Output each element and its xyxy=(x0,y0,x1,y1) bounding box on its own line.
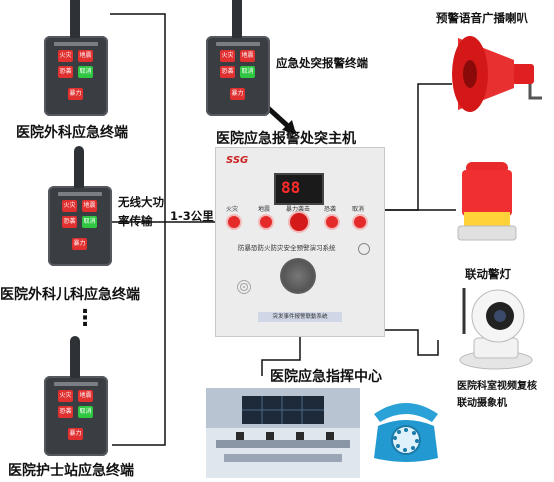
terminal-btn-cancel[interactable]: 取消 xyxy=(78,406,93,418)
label-camera-line1: 医院科室视频复核 xyxy=(457,381,537,392)
antenna-icon xyxy=(232,0,242,38)
horn-speaker-icon xyxy=(452,36,542,112)
label-distance: 1-3公里 xyxy=(170,209,214,223)
terminal-btn-cancel[interactable]: 取消 xyxy=(82,216,97,228)
label-horn: 预警语音广播喇叭 xyxy=(436,11,528,25)
warning-light-icon xyxy=(457,162,517,241)
terminal-btn-violence[interactable]: 暴力 xyxy=(68,88,83,100)
host-button-cancel[interactable] xyxy=(354,216,366,228)
host-to-camera-line xyxy=(383,329,439,356)
terminal-btn-violence[interactable]: 暴力 xyxy=(72,238,87,250)
label-light: 联动警灯 xyxy=(465,267,511,281)
label-wireless-line2: 率传输 xyxy=(118,214,153,228)
terminal-btn-cancel[interactable]: 取消 xyxy=(78,66,93,78)
antenna-icon xyxy=(70,336,80,378)
command-center-room-image xyxy=(206,388,360,478)
host-button-terror[interactable] xyxy=(326,216,338,228)
terminal-device-pediatrics: 火灾 地震 恐袭 取消 暴力 xyxy=(48,146,112,266)
host-btn-label: 火灾 xyxy=(226,206,239,213)
leaf-icon xyxy=(358,243,370,255)
host-btn-label: 地震 xyxy=(258,206,271,213)
label-terminal3: 医院护士站应急终端 xyxy=(8,463,134,479)
terminal-btn-terror[interactable]: 恐袭 xyxy=(58,66,73,78)
terminal-bus-line xyxy=(110,13,166,446)
terminal-btn-violence[interactable]: 暴力 xyxy=(68,428,83,440)
terminal-device-surgery: 火灾 地震 恐袭 取消 暴力 xyxy=(44,0,108,116)
host-subtitle: 防暴恐防火防灾安全预警演习系统 xyxy=(238,244,336,252)
terminal-btn-fire[interactable]: 火灾 xyxy=(58,390,73,402)
terminal-btn-violence[interactable]: 暴力 xyxy=(230,88,245,100)
label-camera-line2: 联动摄象机 xyxy=(457,398,507,409)
terminal-btn-terror[interactable]: 恐袭 xyxy=(62,216,77,228)
host-to-command-line xyxy=(261,335,301,376)
antenna-icon xyxy=(70,0,80,38)
label-terminal1: 医院外科应急终端 xyxy=(16,125,128,141)
ptz-camera-icon xyxy=(459,288,533,370)
label-terminal2: 医院外科儿科应急终端 xyxy=(0,287,140,303)
host-to-horn-line xyxy=(383,83,452,211)
telephone-icon xyxy=(374,403,438,462)
host-btn-label: 恐袭 xyxy=(324,206,337,213)
ellipsis-dots: ⋮ xyxy=(74,306,96,331)
host-button-violence[interactable] xyxy=(290,213,308,231)
arrow-head xyxy=(282,120,296,134)
speaker-grille-icon xyxy=(236,279,252,295)
label-host: 医院应急报警处突主机 xyxy=(216,131,356,147)
terminal-btn-fire[interactable]: 火灾 xyxy=(58,50,73,62)
terminal-btn-terror[interactable]: 恐袭 xyxy=(220,66,235,78)
host-footer: 突发事件报警联動系统 xyxy=(258,312,342,322)
terminal-device-alarm: 火灾 地震 恐袭 取消 暴力 xyxy=(206,0,270,116)
terminal-btn-quake[interactable]: 地震 xyxy=(78,390,93,402)
host-btn-label: 暴力袭击 xyxy=(286,206,311,213)
antenna-icon xyxy=(74,146,84,188)
label-command: 医院应急指挥中心 xyxy=(270,369,382,385)
host-display-digits: 88 xyxy=(281,178,301,197)
terminal-btn-quake[interactable]: 地震 xyxy=(240,50,255,62)
host-btn-label: 取消 xyxy=(352,206,365,213)
terminal-btn-quake[interactable]: 地震 xyxy=(78,50,93,62)
host-brand: SSG xyxy=(226,155,249,166)
host-button-fire[interactable] xyxy=(228,216,240,228)
label-terminal-top-mid: 应急处突报警终端 xyxy=(276,56,368,70)
label-wireless-line1: 无线大功 xyxy=(118,195,164,209)
police-emblem-icon xyxy=(280,258,316,294)
terminal-btn-quake[interactable]: 地震 xyxy=(82,200,97,212)
terminal-device-nurse-station: 火灾 地震 恐袭 取消 暴力 xyxy=(44,336,108,456)
host-display: 88 xyxy=(274,173,324,205)
terminal-btn-terror[interactable]: 恐袭 xyxy=(58,406,73,418)
alarm-host-panel: SSG 88 火灾 地震 暴力袭击 恐袭 取消 防暴恐防火防灾安全预警演习系统 … xyxy=(215,147,385,337)
host-button-quake[interactable] xyxy=(260,216,272,228)
terminal-btn-cancel[interactable]: 取消 xyxy=(240,66,255,78)
arrow-to-host xyxy=(266,106,292,130)
terminal-btn-fire[interactable]: 火灾 xyxy=(62,200,77,212)
terminal-btn-fire[interactable]: 火灾 xyxy=(220,50,235,62)
